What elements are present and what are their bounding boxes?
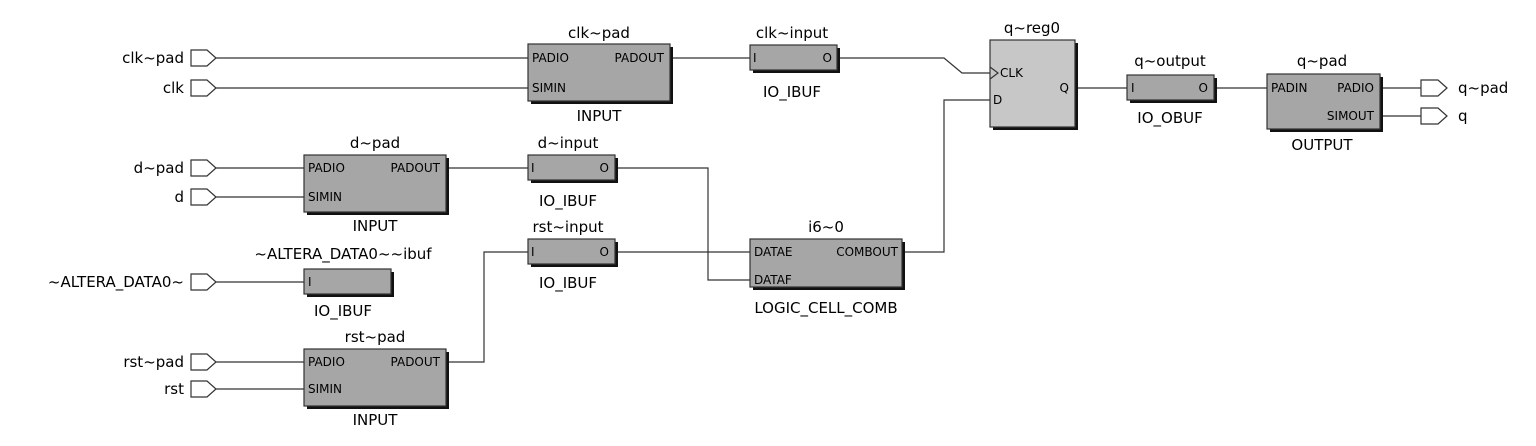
block-q-output[interactable]: q~output I O IO_OBUF [1126, 52, 1217, 128]
input-pin-d-pad: d~pad [134, 159, 217, 177]
clock-edge-icon [989, 66, 999, 80]
wire-rst-padout [446, 251, 528, 363]
output-pin-q: q [1420, 107, 1468, 125]
block-i6[interactable]: i6~0 DATAE DATAF COMBOUT LOGIC_CELL_COMB [749, 218, 905, 318]
block-name: q~reg0 [1004, 19, 1060, 37]
block-type: INPUT [577, 107, 623, 125]
port-o: O [600, 245, 609, 259]
port-d: D [993, 93, 1002, 107]
input-label-rst-pad: rst~pad [123, 353, 184, 371]
input-pin-clk-pad: clk~pad [122, 49, 217, 67]
port-o: O [1199, 81, 1208, 95]
wire-combout [905, 99, 990, 253]
block-name: rst~input [532, 218, 603, 236]
block-type: LOGIC_CELL_COMB [754, 299, 897, 318]
port-i: I [308, 275, 312, 289]
input-pins: clk~pad clk d~pad d ~ALTERA_DATA0~ rst~p… [48, 49, 217, 398]
block-name: clk~pad [568, 24, 630, 42]
port-simin: SIMIN [308, 190, 342, 204]
port-simin: SIMIN [308, 382, 342, 396]
wire-d-input-o [615, 167, 750, 281]
wires [216, 57, 1421, 390]
input-pin-d: d [174, 188, 217, 206]
block-clk-pad[interactable]: clk~pad PADIO SIMIN PADOUT INPUT [527, 24, 673, 125]
port-q: Q [1060, 81, 1069, 95]
block-q-reg0[interactable]: q~reg0 CLK D Q [989, 19, 1078, 130]
port-combout: COMBOUT [836, 245, 898, 259]
port-padio: PADIO [1337, 81, 1374, 95]
block-q-pad[interactable]: q~pad PADIN PADIO SIMOUT OUTPUT [1266, 52, 1383, 154]
block-name: rst~pad [345, 328, 406, 346]
input-pin-clk: clk [163, 79, 217, 97]
block-type: INPUT [353, 411, 399, 429]
block-type: IO_IBUF [539, 274, 597, 293]
block-name: d~input [538, 134, 599, 152]
input-pin-altera-data0: ~ALTERA_DATA0~ [48, 273, 217, 292]
port-simout: SIMOUT [1327, 109, 1375, 123]
block-type: IO_IBUF [763, 83, 821, 102]
block-rst-pad[interactable]: rst~pad PADIO SIMIN PADOUT INPUT [303, 328, 449, 429]
block-type: IO_IBUF [314, 302, 372, 321]
input-pin-rst: rst [164, 380, 217, 398]
block-name: q~output [1134, 52, 1206, 70]
input-label-clk-pad: clk~pad [122, 49, 184, 67]
block-d-pad[interactable]: d~pad PADIO SIMIN PADOUT INPUT [303, 134, 449, 235]
port-i: I [1131, 81, 1135, 95]
block-rst-input[interactable]: rst~input I O IO_IBUF [527, 218, 618, 293]
port-padout: PADOUT [391, 355, 441, 369]
port-padio: PADIO [532, 51, 569, 65]
port-dataf: DATAF [754, 273, 792, 287]
block-d-input[interactable]: d~input I O IO_IBUF [527, 134, 618, 211]
block-name: i6~0 [808, 218, 844, 236]
input-label-rst: rst [164, 380, 184, 398]
block-altera-ibuf[interactable]: ~ALTERA_DATA0~~ibuf I IO_IBUF [254, 245, 432, 321]
port-o: O [600, 161, 609, 175]
block-name: clk~input [756, 24, 828, 42]
block-type: INPUT [353, 217, 399, 235]
block-name: q~pad [1297, 52, 1347, 70]
block-type: IO_OBUF [1137, 109, 1202, 128]
output-pins: q~pad q [1420, 79, 1508, 125]
input-pin-rst-pad: rst~pad [123, 353, 217, 371]
block-type: OUTPUT [1291, 136, 1353, 154]
port-simin: SIMIN [532, 81, 566, 95]
port-padio: PADIO [308, 355, 345, 369]
output-pin-q-pad: q~pad [1420, 79, 1508, 97]
port-i: I [531, 245, 535, 259]
input-label-altera-data0: ~ALTERA_DATA0~ [48, 273, 184, 292]
port-i: I [753, 51, 757, 65]
output-label-q: q [1458, 107, 1468, 125]
port-padout: PADOUT [615, 51, 665, 65]
block-type: IO_IBUF [539, 192, 597, 211]
block-name: d~pad [350, 134, 400, 152]
port-padio: PADIO [308, 161, 345, 175]
input-label-clk: clk [163, 79, 184, 97]
output-label-q-pad: q~pad [1458, 79, 1508, 97]
input-label-d-pad: d~pad [134, 159, 184, 177]
input-label-d: d [174, 188, 184, 206]
block-name: ~ALTERA_DATA0~~ibuf [254, 245, 432, 264]
port-clk: CLK [1000, 66, 1024, 80]
wire-clk-input-o [840, 57, 990, 74]
port-datae: DATAE [754, 245, 793, 259]
port-padout: PADOUT [391, 161, 441, 175]
port-o: O [823, 51, 832, 65]
block-clk-input[interactable]: clk~input I O IO_IBUF [749, 24, 840, 102]
port-i: I [531, 161, 535, 175]
port-padin: PADIN [1271, 81, 1307, 95]
